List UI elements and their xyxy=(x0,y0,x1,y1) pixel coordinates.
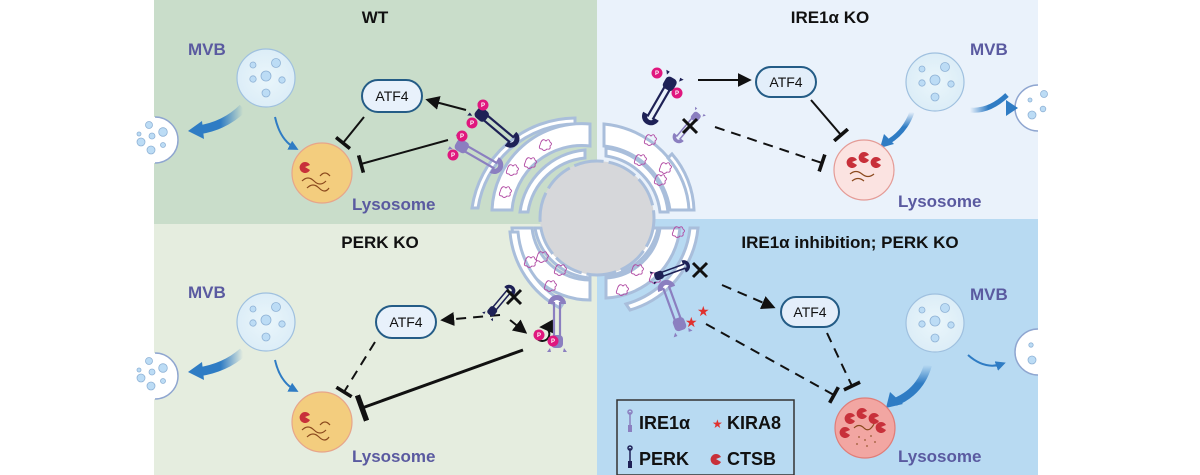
kira8-star-icon: ★ xyxy=(697,304,710,320)
svg-text:IRE1α: IRE1α xyxy=(639,413,690,433)
exosome-secretion-arrowhead xyxy=(1006,100,1018,116)
mvb xyxy=(236,48,296,108)
lysosome xyxy=(833,139,895,201)
ire1a-inhibits-lysosome xyxy=(354,348,524,422)
atf4-inhibits-lysosome xyxy=(826,332,861,392)
atf4-inhibits-lysosome xyxy=(810,99,850,143)
ire1a-receptor-icon xyxy=(627,409,633,432)
svg-text:PERK: PERK xyxy=(639,449,689,469)
panel-title-wt: WT xyxy=(362,8,389,27)
lysosome xyxy=(834,397,896,459)
phospho-icon xyxy=(547,335,559,347)
legend-item-ire1a: IRE1α xyxy=(627,409,690,433)
panel-perk-ko: MVB Lysosome ATF4 xyxy=(136,280,569,466)
ire1a-ko-inhibits-lysosome xyxy=(714,126,827,173)
legend-item-kira8: ★ KIRA8 xyxy=(712,413,781,433)
mvb-to-lysosome-arrow xyxy=(886,111,915,145)
nucleus xyxy=(538,159,656,277)
perk-to-ire1a-arrow xyxy=(509,319,528,334)
mvb xyxy=(905,52,965,112)
svg-text:ATF4: ATF4 xyxy=(375,88,408,104)
phospho-icon xyxy=(477,99,489,111)
ire1a-inhibits-lysosome xyxy=(356,139,449,174)
lysosome xyxy=(291,391,353,453)
mvb-to-lysosome-arrow xyxy=(274,359,299,392)
phospho-icon xyxy=(533,329,545,341)
panel-title-perk-ko: PERK KO xyxy=(341,233,418,252)
mvb-to-lysosome-arrowhead xyxy=(886,392,903,408)
panel-title-ire1a-inhibition-perk-ko: IRE1α inhibition; PERK KO xyxy=(741,233,958,252)
panel-ire1a-ko: MVB Lysosome ATF4 xyxy=(636,40,1048,211)
atf4-node: ATF4 xyxy=(780,296,840,328)
perk-receptor-icon xyxy=(627,445,633,468)
perk-to-atf4-arrow xyxy=(425,96,467,111)
exosome-release xyxy=(136,352,179,400)
lysosome-label: Lysosome xyxy=(352,447,435,466)
legend-item-perk: PERK xyxy=(627,445,689,469)
mvb-label: MVB xyxy=(970,40,1008,59)
svg-text:CTSB: CTSB xyxy=(727,449,776,469)
exosome-secretion-arrow xyxy=(969,93,1009,113)
panel-ire1a-inhibition-perk-ko: MVB Lysosome ATF4 ★ ★ xyxy=(616,256,1039,475)
legend-item-ctsb: CTSB xyxy=(710,449,776,469)
svg-text:ATF4: ATF4 xyxy=(389,314,422,330)
panel-ire1a-inhibition-perk-ko-bg xyxy=(597,219,1038,475)
panel-wt: MVB Lysosome ATF4 xyxy=(136,40,525,214)
lysosome-label: Lysosome xyxy=(352,195,435,214)
panel-title-ire1a-ko: IRE1α KO xyxy=(791,8,869,27)
exosome-secretion-arrow xyxy=(967,354,1006,371)
phospho-icon xyxy=(456,130,468,142)
atf4-node: ATF4 xyxy=(375,305,437,339)
phospho-icon xyxy=(447,149,459,161)
perk-ko-to-atf4-arrow xyxy=(440,312,501,326)
ire1a-inhibited-inhibits-lysosome xyxy=(705,323,840,404)
mvb-label: MVB xyxy=(188,283,226,302)
atf4-inhibits-lysosome xyxy=(335,341,376,399)
mvb-label: MVB xyxy=(970,285,1008,304)
mvb-to-lysosome-arrow xyxy=(274,116,299,150)
atf4-inhibits-lysosome xyxy=(334,116,365,151)
exosome-secretion-arrowhead xyxy=(188,362,204,380)
svg-text:KIRA8: KIRA8 xyxy=(727,413,781,433)
svg-text:ATF4: ATF4 xyxy=(769,74,802,90)
phospho-icon xyxy=(466,117,478,129)
legend: IRE1α ★ KIRA8 PERK CTSB xyxy=(616,399,795,475)
exosome-secretion-arrowhead xyxy=(188,121,204,139)
phospho-icon xyxy=(651,67,663,79)
mvb-label: MVB xyxy=(188,40,226,59)
lysosome-label: Lysosome xyxy=(898,192,981,211)
lysosome xyxy=(291,142,353,204)
kira8-star-icon: ★ xyxy=(685,315,698,331)
mvb-to-lysosome-arrowhead xyxy=(880,134,894,148)
mvb xyxy=(236,292,296,352)
exosome-release xyxy=(136,116,179,164)
phospho-icon xyxy=(671,87,683,99)
mvb-to-lysosome-arrow xyxy=(893,363,932,406)
atf4-node: ATF4 xyxy=(361,79,423,113)
kira8-star-icon: ★ xyxy=(712,417,723,431)
atf4-node: ATF4 xyxy=(755,66,817,98)
svg-text:ATF4: ATF4 xyxy=(793,304,826,320)
perk-ko-to-atf4-arrow xyxy=(721,284,776,309)
mvb xyxy=(905,293,965,353)
lysosome-label: Lysosome xyxy=(898,447,981,466)
